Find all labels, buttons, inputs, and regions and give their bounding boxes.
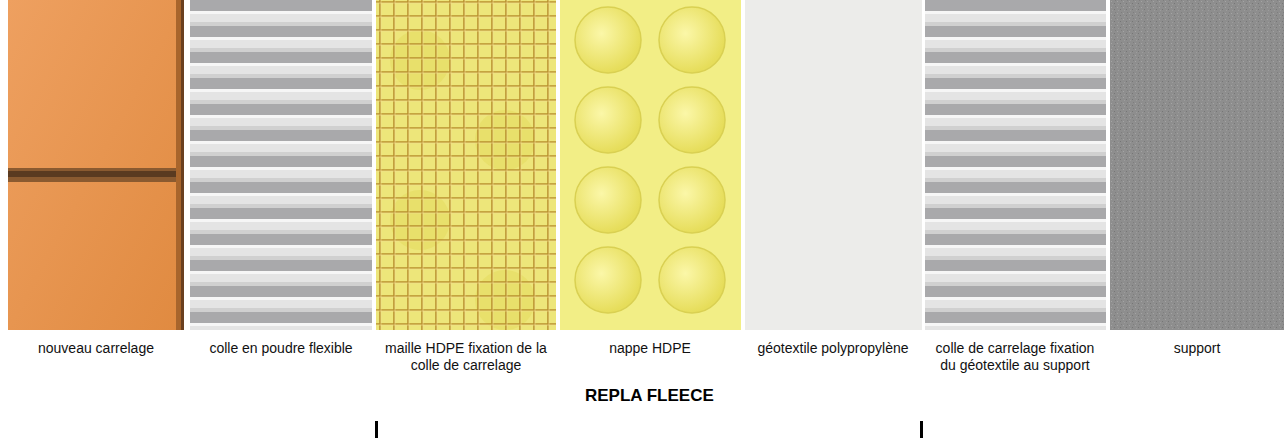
substrate-band [1110, 0, 1284, 330]
layer-label: support [1117, 340, 1277, 357]
bracket-tick [920, 421, 923, 438]
layer-label: géotextile polypropylène [748, 340, 918, 357]
sheet-bump [575, 87, 641, 153]
layer-label: maille HDPE fixation de la colle de carr… [378, 340, 554, 374]
sheet-bump [659, 247, 725, 313]
bracket-tick [375, 421, 378, 438]
sheet-bump [575, 247, 641, 313]
sheet-bump [659, 167, 725, 233]
hdpe-sheet-band [560, 0, 741, 330]
adhesive-band [190, 0, 372, 330]
tile-band [8, 0, 184, 330]
layer-label: colle en poudre flexible [193, 340, 369, 357]
sheet-bump [575, 167, 641, 233]
layer-label: colle de carrelage fixation du géotextil… [927, 340, 1103, 374]
geotextile-band [745, 0, 922, 330]
mesh-band [376, 0, 556, 330]
layer-label: nappe HDPE [565, 340, 735, 357]
sheet-bump [659, 87, 725, 153]
sheet-bump [575, 7, 641, 73]
bracket-title: REPLA FLEECE [585, 386, 714, 406]
sheet-bump [659, 7, 725, 73]
layer-label: nouveau carrelage [11, 340, 181, 357]
adhesive-band [925, 0, 1106, 330]
